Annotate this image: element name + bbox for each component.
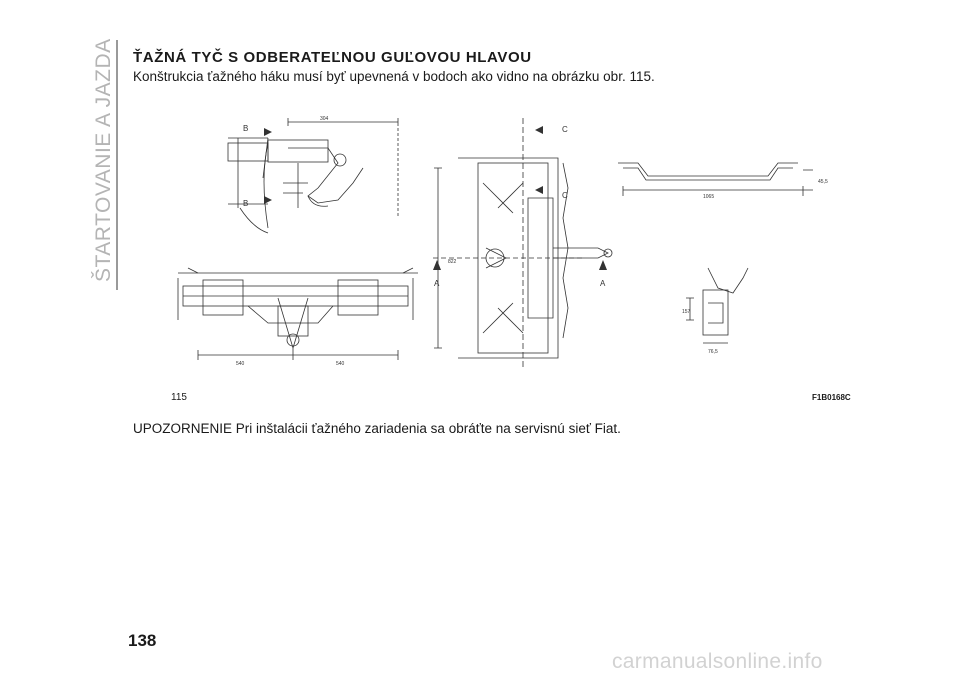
chapter-label: ŠTARTOVANIE A JAZDA [92, 38, 115, 282]
dim-76-5: 76,5 [708, 349, 718, 355]
label-c-mid: C [562, 191, 568, 200]
section-title: ŤAŽNÁ TYČ S ODBERATEĽNOU GUĽOVOU HLAVOU [133, 49, 532, 66]
label-a-left: A [434, 279, 440, 288]
top-view-drawing [433, 118, 613, 368]
dim-822: 822 [448, 259, 457, 265]
dim-540-left: 540 [236, 361, 245, 367]
dim-540-right: 540 [336, 361, 345, 367]
tow-bar-technical-drawing: B B C C A A 304 540 540 1065 45,5 157 76… [177, 116, 828, 368]
figure-number: 115 [171, 392, 187, 403]
dim-1065: 1065 [703, 194, 714, 200]
label-c-top: C [562, 125, 568, 134]
label-b-top: B [243, 124, 248, 133]
page-number: 138 [128, 631, 157, 650]
section-intro: Konštrukcia ťažného háku musí byť upevne… [133, 69, 655, 84]
side-view-drawing [227, 118, 399, 234]
dim-45-5: 45,5 [818, 179, 828, 185]
front-view-drawing [177, 267, 418, 360]
bumper-profile-drawing [618, 162, 813, 196]
label-b-bottom: B [243, 199, 248, 208]
mount-detail-drawing [686, 267, 749, 344]
figure-code: F1B0168C [812, 393, 851, 402]
warning-note: UPOZORNENIE Pri inštalácii ťažného zaria… [133, 421, 621, 436]
footer-watermark: carmanualsonline.info [612, 650, 823, 673]
chapter-side-tab: ŠTARTOVANIE A JAZDA [80, 38, 120, 290]
dim-157: 157 [682, 309, 691, 315]
label-a-right: A [600, 279, 606, 288]
dim-304: 304 [320, 116, 329, 122]
side-tab-rule [116, 40, 118, 290]
